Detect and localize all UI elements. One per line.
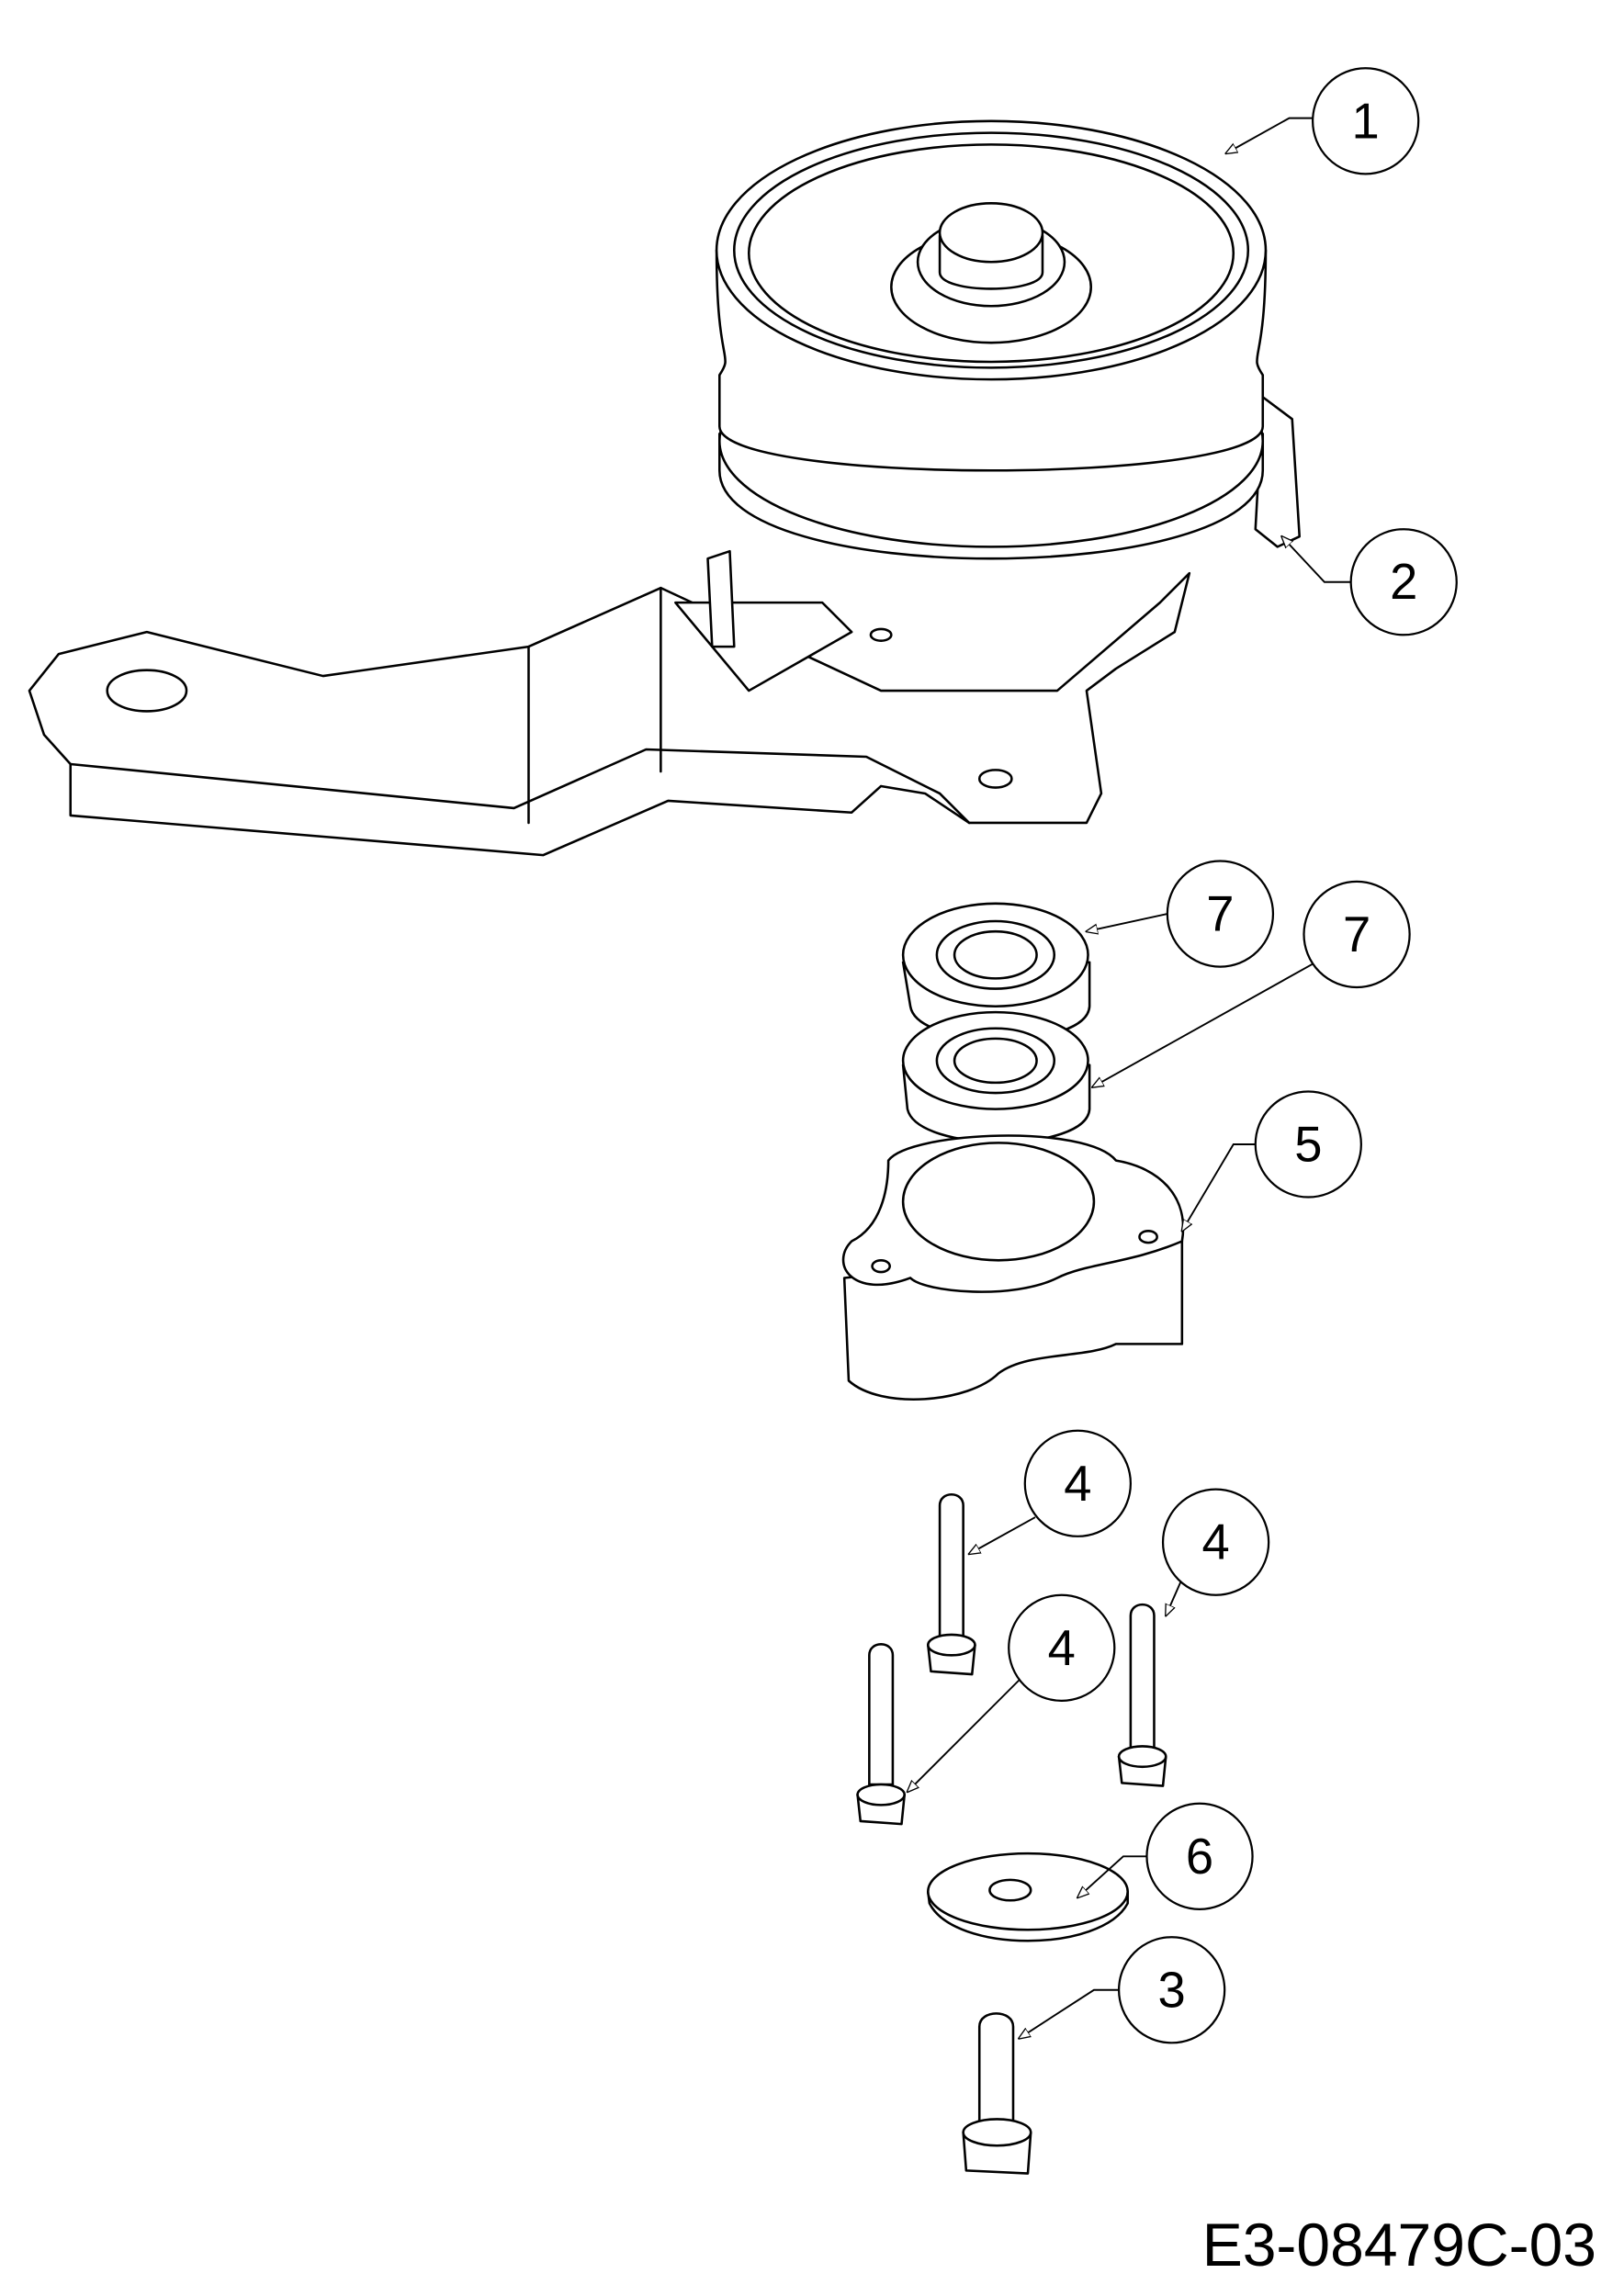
callout-4b: 4 <box>1161 1488 1270 1596</box>
callout-number: 6 <box>1186 1829 1213 1885</box>
hex-bolt <box>962 2012 1032 2175</box>
callout-5: 5 <box>1254 1090 1362 1199</box>
drawing-code: E3-08479C-03 <box>1201 2211 1596 2279</box>
callout-number: 4 <box>1048 1620 1076 1676</box>
callout-2: 2 <box>1349 528 1458 636</box>
callout-number: 4 <box>1201 1514 1229 1570</box>
callout-number: 2 <box>1390 554 1417 610</box>
callout-7-upper: 7 <box>1166 860 1275 968</box>
callout-7-lower: 7 <box>1303 880 1411 989</box>
idler-bracket <box>28 396 1301 857</box>
callout-4a: 4 <box>1023 1429 1133 1537</box>
bolt-4a <box>927 1492 976 1676</box>
washer <box>927 1851 1129 1942</box>
callout-3: 3 <box>1117 1936 1226 2044</box>
callout-number: 7 <box>1206 886 1234 942</box>
leader-lines <box>908 117 1351 2039</box>
callout-number: 7 <box>1343 906 1370 962</box>
callout-number: 5 <box>1294 1117 1322 1173</box>
idler-pulley <box>715 119 1268 560</box>
callout-4c: 4 <box>1008 1593 1116 1702</box>
bolt-4b <box>1117 1603 1167 1787</box>
callout-number: 1 <box>1352 93 1380 149</box>
bearing-housing <box>841 1134 1185 1401</box>
callout-number: 4 <box>1064 1456 1091 1512</box>
callout-number: 3 <box>1158 1962 1186 2018</box>
bearing-lower <box>901 1010 1091 1143</box>
bolt-4c <box>856 1643 906 1826</box>
callout-1: 1 <box>1311 67 1420 175</box>
callout-6: 6 <box>1145 1802 1254 1910</box>
